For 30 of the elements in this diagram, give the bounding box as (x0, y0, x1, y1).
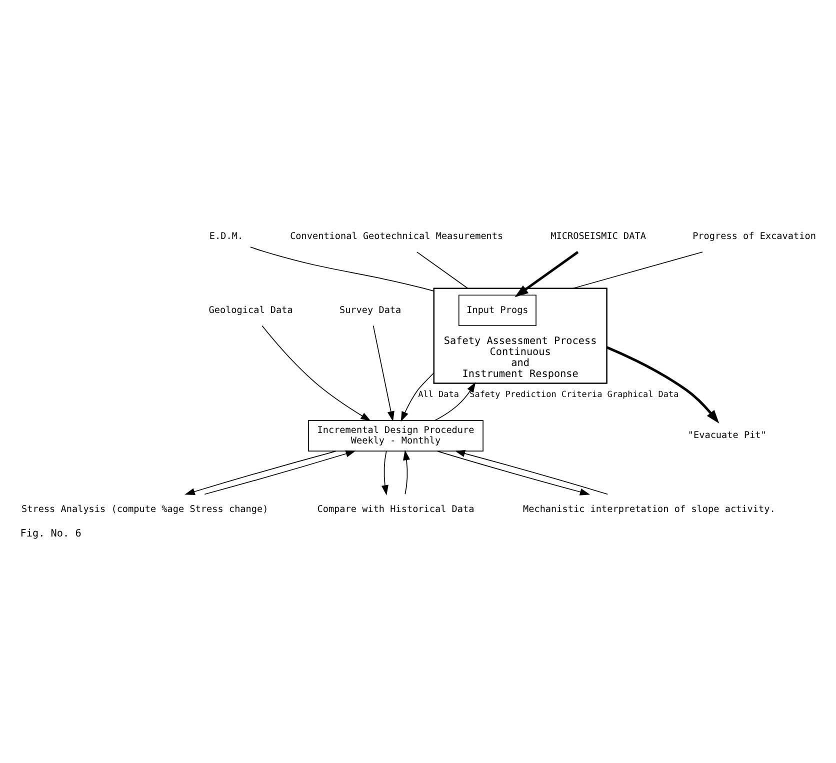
connector (416, 251, 468, 288)
arrow (400, 372, 434, 422)
node-text: "Evacuate Pit" (688, 430, 766, 441)
arrow (436, 450, 590, 495)
node-text: Conventional Geotechnical Measurements (290, 230, 504, 242)
connector (572, 251, 704, 288)
arrow (204, 450, 356, 494)
node-text: Progress of Excavation (692, 230, 816, 242)
arrow (262, 324, 371, 421)
arrow (454, 450, 608, 494)
arrow (514, 250, 579, 297)
node-text: E.D.M. (209, 230, 244, 242)
edge-label: Safety Prediction Criteria Graphical Data (470, 388, 679, 398)
node-text: Survey Data (339, 304, 402, 316)
arrow (372, 324, 394, 421)
arrow (184, 450, 336, 495)
edge-label: All Data (418, 388, 459, 398)
node-text: Geological Data (208, 304, 293, 316)
node-box: Input Progs (458, 294, 536, 326)
caption: Fig. No. 6 (20, 528, 82, 539)
arrow (403, 449, 410, 494)
arrow (381, 450, 388, 495)
arrow (434, 382, 476, 420)
node-box: Incremental Design Procedure Weekly - Monthly (308, 420, 484, 451)
node-text: MICROSEISMIC DATA (550, 230, 646, 242)
node-text: Compare with Historical Data (317, 503, 474, 514)
node-text: Stress Analysis (compute %age Stress change) (22, 503, 268, 514)
connector (250, 246, 434, 291)
node-text: Mechanistic interpretation of slope activity. (523, 503, 776, 514)
arrow (606, 346, 720, 423)
